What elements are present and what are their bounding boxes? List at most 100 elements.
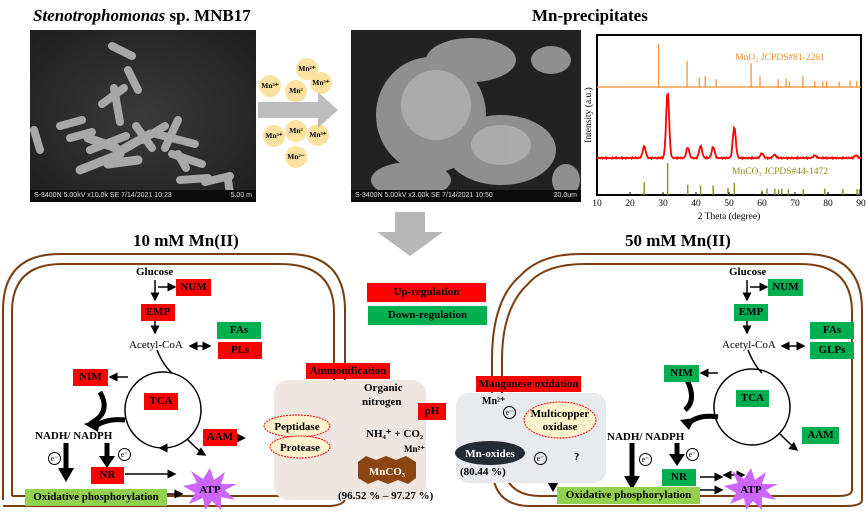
unknown-mark: ? bbox=[574, 451, 580, 463]
left-electron-icon: e⁻ bbox=[48, 452, 61, 465]
mn-oxides-percent-label: (80.44 %) bbox=[460, 466, 506, 478]
legend-down-regulation: Down-regulation bbox=[368, 306, 487, 325]
right-fas-box: FAs bbox=[810, 322, 854, 339]
electron-icon: e⁻ bbox=[503, 406, 516, 419]
ph-box: pH bbox=[418, 403, 446, 420]
left-pls-box: PLs bbox=[218, 342, 262, 359]
sem-scale-text: 20.0um bbox=[553, 192, 577, 199]
mn-ion: Mn² bbox=[285, 80, 307, 102]
right-cell-title: 50 mM Mn(II) bbox=[625, 231, 731, 250]
electron-icon: e⁻ bbox=[534, 452, 547, 465]
x-tick-label: 20 bbox=[625, 199, 635, 209]
right-aam-box: AAM bbox=[802, 427, 839, 444]
enzyme-label-1: Multicopper bbox=[531, 408, 590, 420]
precipitate-aggregates bbox=[351, 30, 581, 202]
enzyme-label-2: oxidase bbox=[543, 421, 578, 433]
right-inner-membrane bbox=[501, 263, 853, 497]
left-oxphos-box: Oxidative phosphorylation bbox=[25, 489, 167, 506]
right-electron-icon: e⁻ bbox=[639, 453, 652, 466]
right-glps-box: GLPs bbox=[810, 342, 854, 359]
left-glucose-label: Glucose bbox=[136, 266, 174, 278]
left-fas-box: FAs bbox=[217, 322, 261, 339]
organism-genus: Stenotrophomonas bbox=[33, 6, 166, 25]
protease-label: Protease bbox=[280, 442, 320, 454]
sem-info-bar: S-3400N 5.00kV x10.0k SE 7/14/2021 10:23… bbox=[30, 190, 256, 202]
right-atp-starburst-icon: ATP bbox=[724, 468, 778, 510]
x-tick-label: 10 bbox=[592, 199, 602, 209]
mn-ion: Mn² bbox=[285, 120, 307, 142]
organic-nitrogen-label-1: Organic bbox=[364, 382, 403, 394]
right-acetyl-coa-label: Acetyl-CoA bbox=[722, 339, 776, 351]
left-nr-box: NR bbox=[91, 467, 124, 484]
left-tca-box: TCA bbox=[144, 393, 178, 410]
sem-scale-text: 5.00 m bbox=[230, 192, 252, 199]
bacteria-rods bbox=[30, 30, 256, 202]
plot-frame bbox=[596, 34, 862, 196]
organism-title: Stenotrophomonas sp. MNB17 bbox=[33, 6, 251, 26]
mn-oxides-blob: Mn-oxides bbox=[455, 441, 525, 465]
sem-info-bar: S-3400N 5.00kV x2.00k SE 7/14/2021 10:50… bbox=[351, 190, 581, 202]
right-oxphos-box: Oxidative phosphorylation bbox=[557, 487, 700, 504]
mn-ion: Mn³⁺ bbox=[259, 75, 281, 97]
peptidase-label: Peptidase bbox=[274, 421, 319, 433]
mnco3-percent-label: (96.52 % – 97.27 %) bbox=[338, 490, 434, 502]
enzyme-clouds: Peptidase Protease bbox=[263, 414, 331, 459]
left-aam-box: AAM bbox=[203, 429, 237, 446]
right-atp-label: ATP bbox=[740, 484, 761, 496]
left-nim-box: NIM bbox=[73, 369, 108, 386]
left-acetyl-coa-label: Acetyl-CoA bbox=[129, 339, 183, 351]
left-cell-title: 10 mM Mn(II) bbox=[133, 231, 239, 250]
mn-ion: Mn²⁻ bbox=[285, 146, 307, 168]
organism-strain: sp. MNB17 bbox=[165, 6, 251, 25]
right-electron-icon: e⁻ bbox=[686, 448, 699, 461]
mn-oxidation-mn2-label: Mn²⁺ bbox=[482, 396, 506, 407]
mnco3-legend: MnCO₃ JCPDS#44-1472 bbox=[732, 167, 828, 177]
y-axis-label: Intensity (a.u.) bbox=[583, 87, 594, 143]
legend-up-regulation: Up-regulation bbox=[367, 283, 486, 302]
left-nadh-label: NADH/ NADPH bbox=[35, 430, 113, 442]
mn-ion: Mn³⁺ bbox=[310, 72, 332, 94]
right-emp-box: EMP bbox=[734, 304, 768, 321]
mn-ion: Mn³⁺ bbox=[307, 124, 329, 146]
x-tick-label: 30 bbox=[658, 199, 668, 209]
right-nim-box: NIM bbox=[664, 365, 699, 382]
left-outer-membrane bbox=[1, 253, 346, 507]
mnco3-label: MnCO₃ bbox=[369, 466, 406, 478]
right-num-box: NUM bbox=[768, 279, 803, 296]
x-tick-label: 50 bbox=[724, 199, 734, 209]
left-electron-icon: e⁻ bbox=[118, 448, 131, 461]
x-tick-label: 80 bbox=[823, 199, 833, 209]
right-glucose-label: Glucose bbox=[729, 266, 767, 278]
mn2-label: Mn²⁺ bbox=[404, 444, 425, 454]
x-tick-label: 60 bbox=[757, 199, 767, 209]
x-tick-label: 40 bbox=[691, 199, 701, 209]
mn-oxides-label: Mn-oxides bbox=[465, 448, 515, 460]
precipitates-title: Mn-precipitates bbox=[532, 6, 648, 25]
organic-nitrogen-label-2: nitrogen bbox=[362, 396, 402, 408]
right-arrow-icon bbox=[258, 92, 338, 128]
sem-image-bacteria: S-3400N 5.00kV x10.0k SE 7/14/2021 10:23… bbox=[30, 30, 256, 202]
right-nadh-label: NADH/ NADPH bbox=[607, 431, 685, 443]
right-tca-box: TCA bbox=[736, 390, 769, 407]
mnco3-hexagon-icon: MnCO₃ bbox=[358, 456, 416, 484]
left-atp-starburst-icon: ATP bbox=[183, 468, 237, 510]
sem-image-precipitate: S-3400N 5.00kV x2.00k SE 7/14/2021 10:50… bbox=[351, 30, 581, 202]
x-tick-label: 90 bbox=[856, 199, 866, 209]
ammonification-label: Ammonification bbox=[306, 363, 390, 379]
mno2-legend: MnO₂ JCPDS#81-2261 bbox=[735, 53, 825, 63]
sem-info-text: S-3400N 5.00kV x2.00k SE 7/14/2021 10:50 bbox=[355, 192, 493, 199]
mn-ions-group: Mn²⁺ Mn³⁺ Mn² Mn³⁺ Mn² Mn²⁺ Mn³⁺ Mn²⁻ bbox=[259, 58, 339, 178]
left-num-box: NUM bbox=[176, 279, 211, 296]
down-arrow-icon bbox=[377, 212, 443, 256]
right-nr-box: NR bbox=[662, 469, 696, 486]
mn-oxidation-label: Manganese oxidation bbox=[476, 376, 581, 392]
left-emp-box: EMP bbox=[141, 304, 175, 321]
mn-ion: Mn²⁺ bbox=[263, 125, 285, 147]
x-tick-label: 70 bbox=[790, 199, 800, 209]
nh4-co2-label: NH₄⁺ + CO₂ bbox=[366, 428, 424, 440]
pattern-line bbox=[596, 92, 862, 161]
multicopper-oxidase-cloud: Multicopper oxidase bbox=[523, 401, 597, 439]
sem-info-text: S-3400N 5.00kV x10.0k SE 7/14/2021 10:23 bbox=[34, 192, 172, 199]
